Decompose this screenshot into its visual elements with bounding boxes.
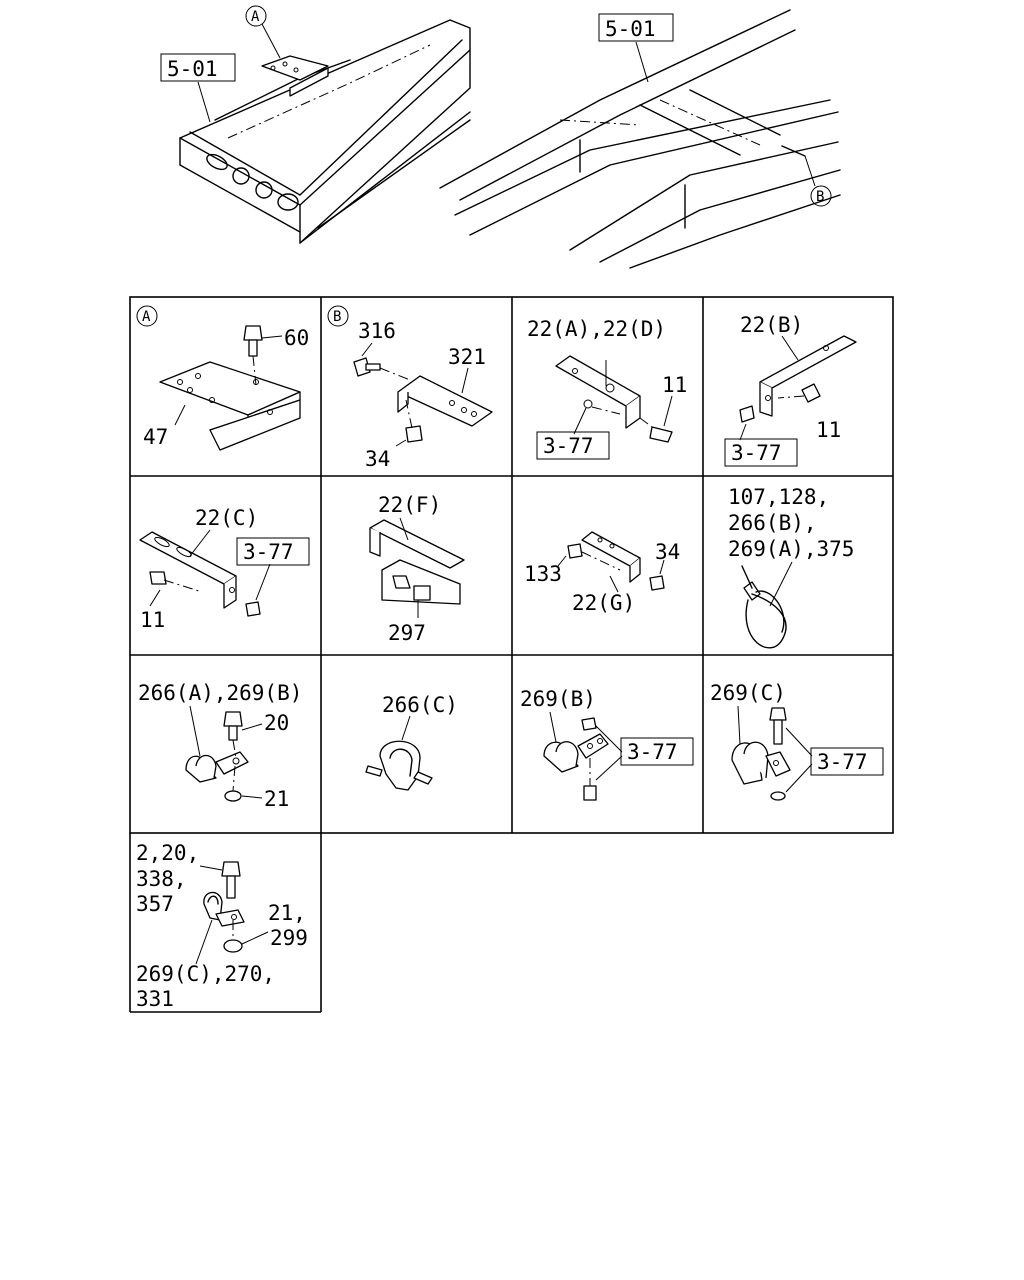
cell-h: 107,128, 266(B), 269(A),375: [728, 485, 854, 649]
cell-l: 269(C) 3-77: [710, 681, 884, 801]
cell-e-label-22c: 22(C): [195, 506, 258, 530]
cell-e-label-11: 11: [140, 608, 165, 632]
cell-j-label-266c: 266(C): [382, 693, 458, 717]
cell-c-label-22ad: 22(A),22(D): [527, 317, 666, 341]
cell-e-ref-3-77: 3-77: [243, 540, 294, 564]
marker-a-overview: A: [251, 9, 260, 25]
cell-g-label-22g: 22(G): [572, 591, 635, 615]
cell-f-label-22f: 22(F): [378, 493, 441, 517]
cell-l-ref-3-77: 3-77: [817, 750, 868, 774]
ref-5-01-left: 5-01: [167, 57, 218, 81]
cell-f: 22(F) 297: [369, 493, 465, 645]
cell-h-label-3: 269(A),375: [728, 537, 854, 561]
ref-5-01-right: 5-01: [605, 17, 656, 41]
cell-m-label-5: 299: [270, 926, 308, 950]
cell-j: 266(C): [365, 693, 458, 791]
cell-i-label-20: 20: [264, 711, 289, 735]
cell-i-label-21: 21: [264, 787, 289, 811]
cell-m-label-6: 269(C),270,: [136, 962, 275, 986]
frame-right-drawing: B 5-01: [439, 9, 841, 269]
cell-m-label-1: 2,20,: [136, 841, 199, 865]
cell-k-label-269b: 269(B): [520, 687, 596, 711]
cell-b-label-316: 316: [358, 319, 396, 343]
cell-h-label-1: 107,128,: [728, 485, 829, 509]
cell-b-marker: B: [333, 309, 341, 325]
marker-b-overview: B: [816, 189, 824, 205]
cell-m: 2,20, 338, 357 21, 299 269(C),270, 331: [136, 841, 308, 1011]
cell-a-label-60: 60: [284, 326, 309, 350]
cell-h-label-2: 266(B),: [728, 511, 817, 535]
cell-m-label-4: 21,: [268, 901, 306, 925]
cell-c: 22(A),22(D) 11 3-77: [527, 317, 687, 460]
cell-g: 34 133 22(G): [524, 531, 680, 615]
cell-d: 22(B) 11 3-77: [724, 313, 857, 467]
cell-m-label-3: 357: [136, 892, 174, 916]
cell-c-label-11: 11: [662, 373, 687, 397]
cell-a-label-47: 47: [143, 425, 168, 449]
cell-c-ref-3-77: 3-77: [543, 434, 594, 458]
cell-l-label-269c: 269(C): [710, 681, 786, 705]
cell-b: B 316 321 34: [327, 305, 493, 471]
frame-left-drawing: A 5-01: [160, 5, 471, 244]
cell-m-label-2: 338,: [136, 867, 187, 891]
cell-i: 266(A),269(B) 20 21: [138, 681, 302, 811]
cell-k: 269(B) 3-77: [520, 687, 694, 801]
cell-d-label-22b: 22(B): [740, 313, 803, 337]
parts-grid: [129, 296, 894, 1013]
cell-a: A 60 47: [136, 305, 309, 451]
cell-e: 22(C) 11 3-77: [139, 506, 310, 632]
cell-f-label-297: 297: [388, 621, 426, 645]
cell-a-marker: A: [142, 309, 151, 325]
cell-d-ref-3-77: 3-77: [731, 441, 782, 465]
cell-i-label-266a: 266(A),269(B): [138, 681, 302, 705]
cell-k-ref-3-77: 3-77: [627, 740, 678, 764]
cell-b-label-321: 321: [448, 345, 486, 369]
cell-d-label-11: 11: [816, 418, 841, 442]
cell-b-label-34: 34: [365, 447, 390, 471]
cell-g-label-133: 133: [524, 562, 562, 586]
cell-m-label-7: 331: [136, 987, 174, 1011]
cell-g-label-34: 34: [655, 540, 680, 564]
